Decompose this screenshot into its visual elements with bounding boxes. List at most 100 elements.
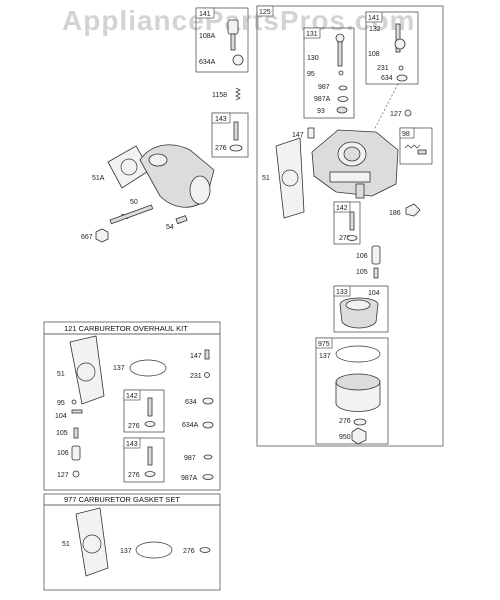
- gasket-set-gasket-51: [75, 507, 109, 577]
- gasket-set-washer-276: [199, 547, 211, 553]
- gasket-set-oring-137: [135, 541, 173, 559]
- label-125[interactable]: 125: [259, 9, 271, 16]
- kit-washer-987A: [202, 474, 214, 480]
- box-975: [315, 337, 389, 445]
- label-276-bowl[interactable]: 276: [339, 418, 351, 425]
- float-133: [339, 297, 379, 329]
- label-133[interactable]: 133: [336, 289, 348, 296]
- label-105[interactable]: 105: [356, 269, 368, 276]
- label-143-left[interactable]: 143: [215, 116, 227, 123]
- label-975[interactable]: 975: [318, 341, 330, 348]
- idle-screw-98: [404, 144, 427, 155]
- kit-gasket-51: [69, 335, 105, 405]
- gasket-label-137[interactable]: 137: [120, 548, 132, 555]
- fuel-fitting-143: [229, 121, 243, 152]
- label-108[interactable]: 108: [368, 51, 380, 58]
- kit-label-127[interactable]: 127: [57, 472, 69, 479]
- box-133: [333, 285, 389, 333]
- spring-1158: [235, 87, 241, 101]
- label-130[interactable]: 130: [307, 55, 319, 62]
- label-106[interactable]: 106: [356, 253, 368, 260]
- box-125-carburetor: [256, 5, 444, 447]
- label-987A-top[interactable]: 987A: [314, 96, 331, 103]
- kit-label-105[interactable]: 105: [56, 430, 68, 437]
- kit-washer-231: [204, 372, 210, 378]
- kit-label-231[interactable]: 231: [190, 373, 202, 380]
- label-186[interactable]: 186: [389, 210, 401, 217]
- label-987-top[interactable]: 987: [318, 84, 330, 91]
- carburetor-body-part: [307, 127, 399, 199]
- kit-washer-987: [203, 454, 213, 460]
- gasket-label-51[interactable]: 51: [62, 541, 70, 548]
- kit-label-106[interactable]: 106: [57, 450, 69, 457]
- label-50[interactable]: 50: [130, 199, 138, 206]
- throttle-shaft-part: [335, 33, 349, 114]
- kit-label-634[interactable]: 634: [185, 399, 197, 406]
- kit-label-104[interactable]: 104: [55, 413, 67, 420]
- plug-127: [404, 109, 412, 117]
- label-127-top[interactable]: 127: [390, 111, 402, 118]
- kit-label-276-a[interactable]: 276: [128, 423, 140, 430]
- label-137-bowl[interactable]: 137: [319, 353, 331, 360]
- kit-main-jet-142: [144, 397, 156, 427]
- kit-small-parts-column: [71, 399, 83, 478]
- kit-label-987[interactable]: 987: [184, 455, 196, 462]
- kit-label-95[interactable]: 95: [57, 400, 65, 407]
- clip-186: [405, 203, 421, 217]
- label-950[interactable]: 950: [339, 434, 351, 441]
- label-667[interactable]: 667: [81, 234, 93, 241]
- watermark-text: AppliancePartsPros.com: [62, 5, 415, 36]
- stud-and-nut-parts: [95, 204, 188, 243]
- box-141-right: [365, 11, 419, 85]
- label-141-right[interactable]: 141: [368, 15, 380, 22]
- kit-oring-137: [129, 359, 167, 377]
- box-977-gasket-set: [43, 493, 221, 591]
- kit-fitting-143: [144, 446, 156, 477]
- pin-106: [371, 245, 381, 265]
- label-1158[interactable]: 1158: [212, 92, 227, 99]
- label-634-top[interactable]: 634: [381, 75, 393, 82]
- box-141-left: [195, 7, 249, 73]
- kit-box-142: [123, 389, 165, 433]
- label-51A[interactable]: 51A: [92, 175, 105, 182]
- box-98: [399, 127, 433, 165]
- kit-seal-634: [202, 397, 214, 405]
- intake-manifold-part: [107, 144, 215, 208]
- gasket-set-title[interactable]: 977 CARBURETOR GASKET SET: [64, 495, 180, 504]
- label-95-top[interactable]: 95: [307, 71, 315, 78]
- label-142[interactable]: 142: [336, 205, 348, 212]
- kit-label-634A[interactable]: 634A: [182, 422, 199, 429]
- choke-shaft-part: [394, 23, 408, 82]
- needle-105: [373, 267, 379, 279]
- label-104[interactable]: 104: [368, 290, 380, 297]
- label-276-left[interactable]: 276: [215, 145, 227, 152]
- kit-label-51[interactable]: 51: [57, 371, 65, 378]
- label-131[interactable]: 131: [306, 31, 318, 38]
- overhaul-kit-title[interactable]: 121 CARBURETOR OVERHAUL KIT: [64, 324, 188, 333]
- label-141-left[interactable]: 141: [199, 11, 211, 18]
- label-93[interactable]: 93: [317, 108, 325, 115]
- kit-label-143[interactable]: 143: [126, 441, 138, 448]
- kit-label-142[interactable]: 142: [126, 393, 138, 400]
- float-bowl-975: [335, 345, 381, 445]
- label-108A[interactable]: 108A: [199, 33, 216, 40]
- kit-screw-147: [204, 349, 210, 360]
- kit-label-987A[interactable]: 987A: [181, 475, 198, 482]
- label-51-right[interactable]: 51: [262, 175, 270, 182]
- main-jet-142: [346, 211, 358, 241]
- label-132[interactable]: 132: [369, 26, 381, 33]
- label-634A-top[interactable]: 634A: [199, 59, 216, 66]
- box-121-overhaul-kit: [43, 321, 221, 491]
- kit-label-276-b[interactable]: 276: [128, 472, 140, 479]
- label-54[interactable]: 54: [166, 224, 174, 231]
- label-276-mid[interactable]: 276: [339, 235, 351, 242]
- primer-bulb-part: [227, 19, 244, 66]
- box-131: [303, 27, 355, 119]
- label-231-top[interactable]: 231: [377, 65, 389, 72]
- label-98[interactable]: 98: [402, 131, 410, 138]
- kit-label-137[interactable]: 137: [113, 365, 125, 372]
- kit-label-147[interactable]: 147: [190, 353, 202, 360]
- gasket-label-276[interactable]: 276: [183, 548, 195, 555]
- label-147[interactable]: 147: [292, 132, 304, 139]
